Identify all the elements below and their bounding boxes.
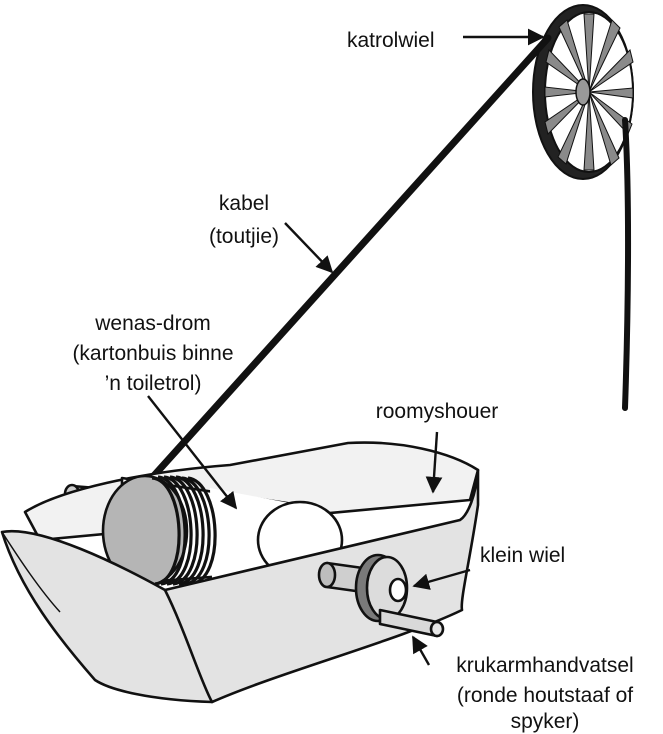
- winding-drum: [101, 474, 344, 588]
- cable: [146, 34, 632, 484]
- label-krukarm-line1: krukarmhandvatsel: [456, 654, 633, 677]
- arrow-kabel: [284, 222, 334, 274]
- pulley-spokes: [544, 13, 634, 171]
- wound-cable: [151, 475, 217, 586]
- pulley-wheel: [532, 4, 634, 180]
- label-klein-wiel: klein wiel: [480, 544, 565, 567]
- label-arrows: [147, 28, 545, 666]
- arrow-roomyshouer: [425, 431, 443, 494]
- crank-handle: [378, 608, 445, 638]
- label-kabel-line2: (toutjie): [209, 225, 279, 248]
- label-kabel-line1: kabel: [219, 192, 269, 215]
- labels: katrolwiel kabel (toutjie) wenas-drom (k…: [72, 29, 633, 733]
- ice-cream-holder: [0, 441, 480, 704]
- arrow-klein-wiel: [412, 568, 471, 590]
- label-wenas-drom-line1: wenas-drom: [94, 312, 211, 335]
- label-wenas-drom-line2: (kartonbuis binne: [72, 342, 233, 365]
- small-wheel-assembly: [317, 553, 445, 638]
- label-wenas-drom-line3: ’n toiletrol): [105, 372, 202, 395]
- arrow-krukarm: [411, 635, 431, 666]
- label-roomyshouer: roomyshouer: [376, 400, 499, 423]
- label-katrolwiel: katrolwiel: [347, 29, 435, 52]
- label-krukarm-line3: spyker): [511, 710, 580, 733]
- arrow-wenas-drom: [147, 395, 238, 510]
- label-krukarm-line2: (ronde houtstaaf of: [457, 684, 633, 707]
